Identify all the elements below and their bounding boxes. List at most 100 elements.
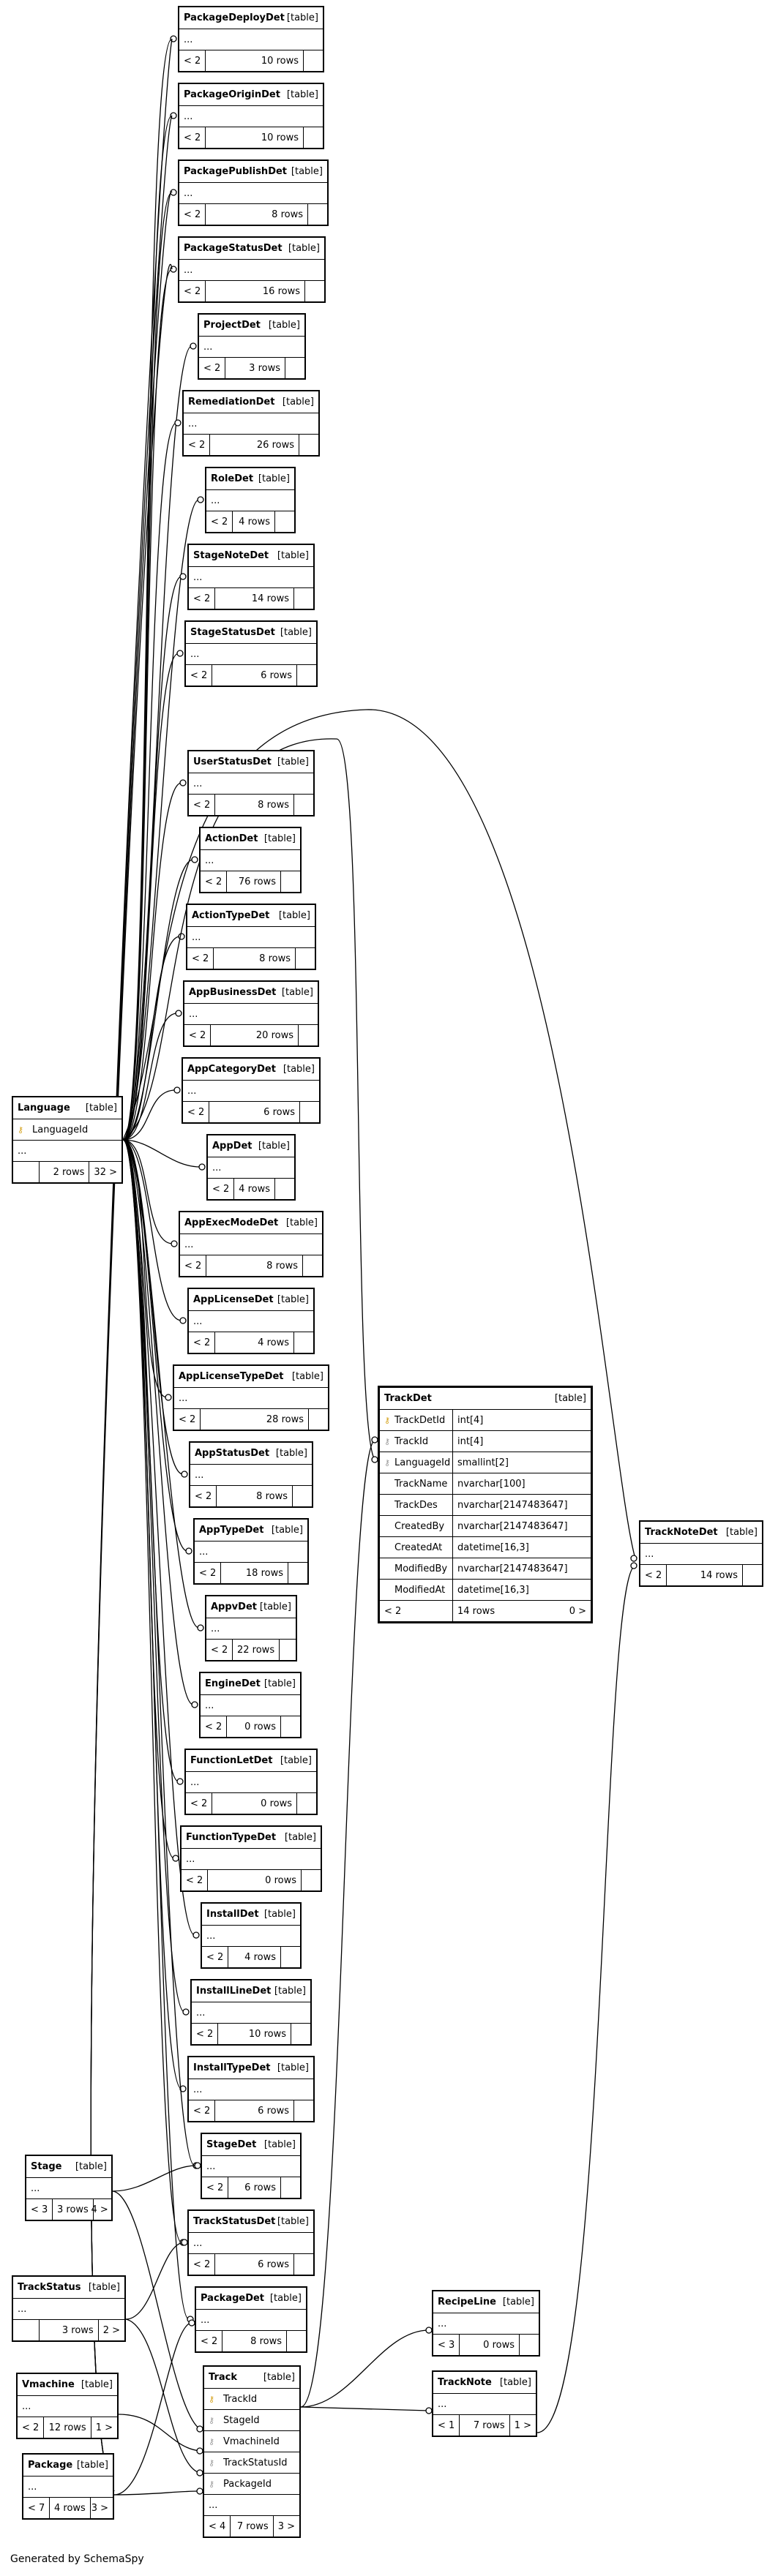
children-count[interactable] xyxy=(308,204,327,225)
table-name[interactable]: EngineDet xyxy=(205,1678,261,1689)
parents-count[interactable]: < 2 xyxy=(192,2024,219,2044)
children-count[interactable] xyxy=(296,948,315,969)
parents-count[interactable]: < 2 xyxy=(179,281,206,301)
children-count[interactable] xyxy=(300,1102,319,1122)
parents-count[interactable]: < 2 xyxy=(196,2331,223,2351)
children-count[interactable] xyxy=(309,1409,328,1430)
children-count[interactable] xyxy=(297,665,316,686)
children-count[interactable]: 1 > xyxy=(514,2419,531,2431)
table-name[interactable]: StageDet xyxy=(206,2139,257,2150)
parents-count[interactable]: < 1 xyxy=(433,2415,460,2436)
parents-count[interactable]: < 2 xyxy=(640,1565,667,1585)
children-count[interactable] xyxy=(275,511,294,532)
children-count[interactable] xyxy=(303,1255,322,1276)
parents-count[interactable]: < 3 xyxy=(433,2335,460,2355)
children-count[interactable] xyxy=(294,2254,313,2275)
children-count[interactable] xyxy=(297,1793,316,1814)
table-name[interactable]: UserStatusDet xyxy=(193,756,272,767)
parents-count[interactable]: < 2 xyxy=(183,1102,210,1122)
children-count[interactable] xyxy=(304,127,323,148)
parents-count[interactable]: < 2 xyxy=(202,1947,229,1967)
children-count[interactable] xyxy=(280,1640,299,1660)
children-count[interactable] xyxy=(299,435,318,455)
parents-count[interactable]: < 7 xyxy=(23,2498,50,2518)
parents-count[interactable]: < 2 xyxy=(206,511,233,532)
children-count[interactable] xyxy=(520,2335,539,2355)
parents-count[interactable]: < 2 xyxy=(206,1640,233,1660)
parents-count[interactable]: < 2 xyxy=(174,1409,201,1430)
children-count[interactable]: 3 > xyxy=(277,2520,295,2532)
parents-count[interactable]: < 3 xyxy=(26,2199,53,2220)
parents-count[interactable]: < 2 xyxy=(201,1716,228,1737)
table-name[interactable]: AppExecModeDet xyxy=(184,1217,279,1228)
parents-count[interactable]: < 2 xyxy=(202,2177,229,2198)
table-name[interactable]: StageStatusDet xyxy=(190,627,275,638)
table-name[interactable]: RemediationDet xyxy=(188,397,275,408)
parents-count[interactable]: < 2 xyxy=(18,2417,45,2438)
parents-count[interactable]: < 2 xyxy=(189,1332,216,1353)
table-name[interactable]: TrackStatusDet xyxy=(193,2216,276,2227)
children-count[interactable] xyxy=(302,1870,321,1890)
table-name[interactable]: AppLicenseTypeDet xyxy=(179,1371,284,1382)
parents-count[interactable]: < 2 xyxy=(195,1563,222,1583)
children-count[interactable] xyxy=(281,1947,300,1967)
parents-count[interactable]: < 2 xyxy=(184,435,211,455)
table-name[interactable]: InstallTypeDet xyxy=(193,2062,271,2073)
children-count[interactable]: 4 > xyxy=(91,2204,108,2215)
parents-count[interactable]: < 2 xyxy=(180,1255,207,1276)
children-count[interactable] xyxy=(281,1716,300,1737)
table-name[interactable]: AppBusinessDet xyxy=(189,987,277,998)
parents-count[interactable]: < 4 xyxy=(204,2516,231,2536)
children-count[interactable] xyxy=(287,2331,306,2351)
parents-count[interactable]: < 2 xyxy=(182,1870,209,1890)
children-count[interactable] xyxy=(275,1179,294,1199)
children-count[interactable] xyxy=(294,1332,313,1353)
table-name[interactable]: PackageOriginDet xyxy=(184,89,280,100)
table-name[interactable]: InstallDet xyxy=(206,1909,259,1920)
children-count[interactable] xyxy=(299,1025,318,1045)
children-count[interactable]: 3 > xyxy=(91,2502,108,2514)
table-name[interactable]: AppvDet xyxy=(211,1601,257,1612)
children-count[interactable] xyxy=(294,795,313,815)
parents-count[interactable] xyxy=(13,2320,40,2340)
table-name[interactable]: PackageDet xyxy=(201,2293,265,2304)
parents-count[interactable]: < 2 xyxy=(187,948,214,969)
table-name[interactable]: Language xyxy=(18,1103,70,1114)
children-count[interactable] xyxy=(281,2177,300,2198)
table-name[interactable]: ProjectDet xyxy=(203,320,261,331)
children-count[interactable] xyxy=(304,50,323,71)
children-count[interactable] xyxy=(294,2100,313,2121)
children-count[interactable] xyxy=(291,2024,310,2044)
table-name[interactable]: TrackDet xyxy=(384,1393,432,1404)
parents-count[interactable]: < 2 xyxy=(189,2254,216,2275)
parents-count[interactable]: < 2 xyxy=(186,665,213,686)
table-name[interactable]: TrackNoteDet xyxy=(645,1527,718,1538)
table-name[interactable]: FunctionLetDet xyxy=(190,1755,273,1766)
